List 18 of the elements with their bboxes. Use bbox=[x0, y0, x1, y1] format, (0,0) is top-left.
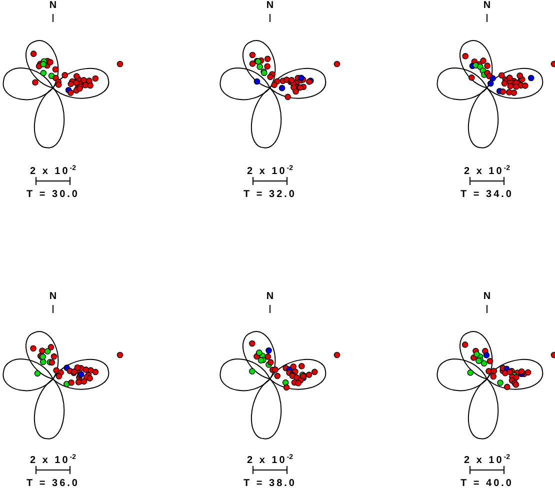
north-label: N bbox=[483, 292, 491, 302]
scale-label: 2 x 10$^{-2}$ bbox=[464, 165, 510, 177]
time-label: T = 38.0 bbox=[244, 479, 296, 488]
north-label: N bbox=[483, 1, 491, 11]
scale-label: 2 x 10$^{-2}$ bbox=[246, 454, 294, 466]
scale-label: 2 x 10$^{-2}$ bbox=[30, 454, 76, 466]
time-label: T = 40.0 bbox=[460, 479, 514, 488]
north-label: N bbox=[49, 1, 57, 11]
time-label: T = 34.0 bbox=[460, 190, 514, 200]
scale-label: 2 x 10$^{-2}$ bbox=[30, 165, 76, 177]
scale-label: 2 x 10$^{-2}$ bbox=[464, 454, 510, 466]
time-label: T = 36.0 bbox=[26, 479, 80, 488]
north-label: N bbox=[266, 292, 274, 302]
time-label: T = 32.0 bbox=[244, 190, 296, 200]
north-label: N bbox=[266, 1, 274, 11]
time-label: T = 30.0 bbox=[26, 190, 80, 200]
scale-label: 2 x 10$^{-2}$ bbox=[246, 165, 294, 177]
north-label: N bbox=[49, 292, 57, 302]
